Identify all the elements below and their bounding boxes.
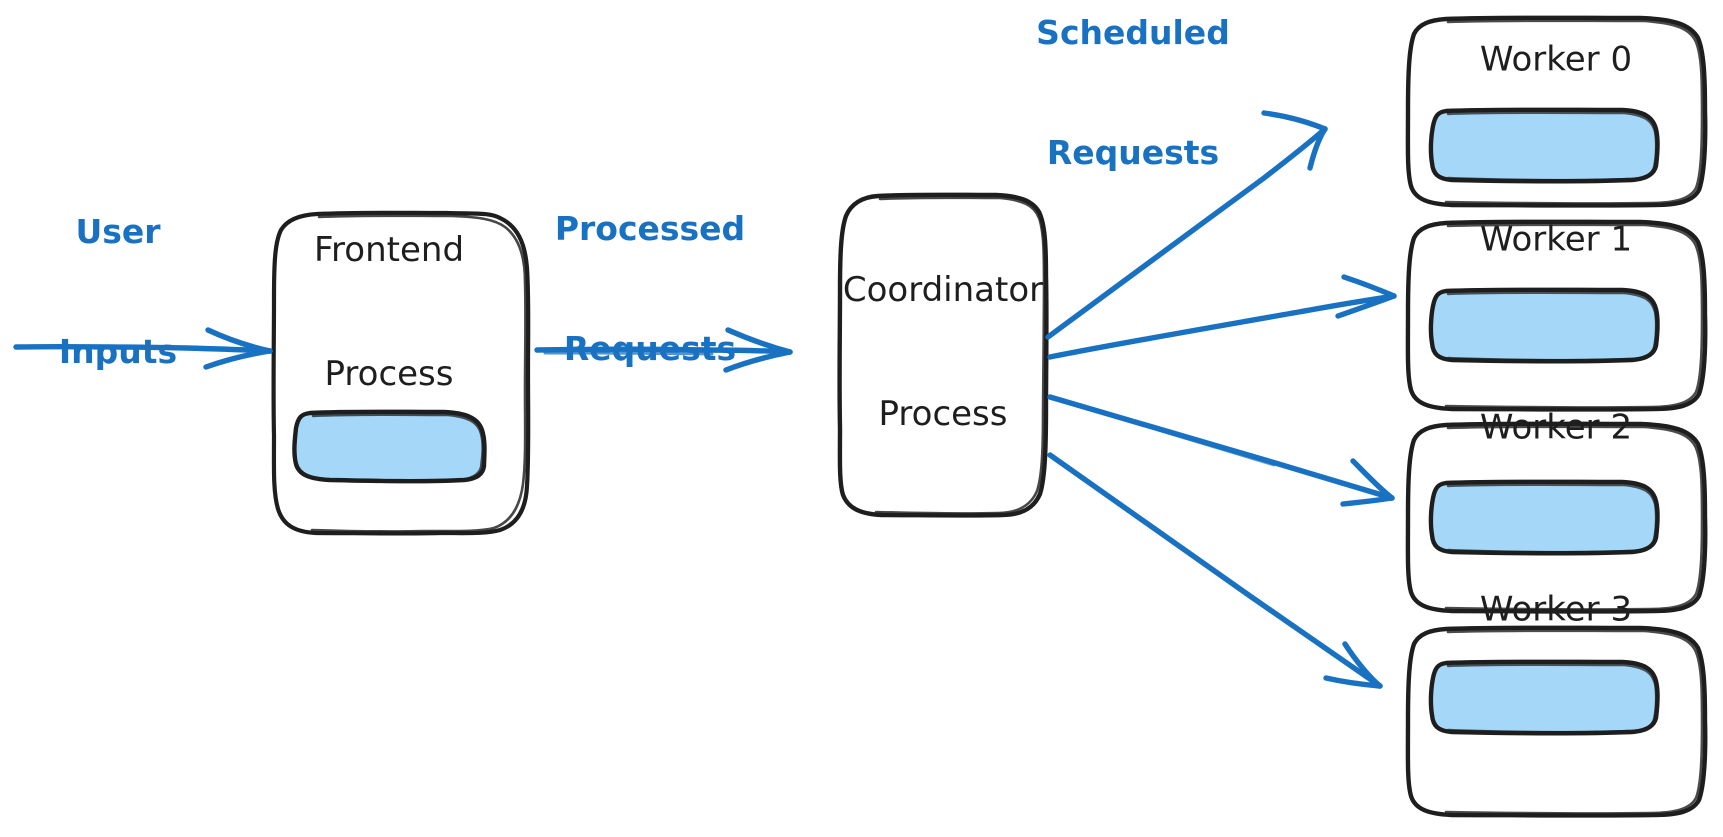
coordinator-to-worker-3-head-lower <box>1323 675 1383 689</box>
reader-3-label: Reader 3 <box>0 140 862 180</box>
coordinator-to-worker-1-shaft <box>1047 293 1397 360</box>
coordinator-to-worker-3-shaft <box>1047 452 1383 689</box>
worker-3-outline <box>1405 625 1708 818</box>
coordinator-process-outline-overstroke <box>874 196 1046 515</box>
worker-0-node[interactable] <box>1405 15 1708 208</box>
worker-2-outline <box>1405 421 1708 614</box>
reader-2-label: Reader 2 <box>0 100 862 140</box>
writer-label: Writer <box>0 0 862 20</box>
reader-3-box-outline-overstroke <box>1446 663 1658 734</box>
worker-1-node[interactable] <box>1405 219 1708 412</box>
reader-2-box-outline-overstroke <box>1446 483 1658 554</box>
processed-requests-arrow-head-lower <box>723 349 793 373</box>
worker-3-outline-overstroke <box>1444 629 1704 815</box>
reader-0-node[interactable] <box>1428 107 1660 184</box>
processed-requests-arrow-shaft <box>534 346 793 355</box>
frontend-process-outline <box>271 210 531 536</box>
worker-2-outline-overstroke <box>1444 425 1704 611</box>
reader-3-box-fill <box>1430 661 1658 734</box>
coordinator-to-worker-1-head-lower <box>1335 293 1397 319</box>
reader-1-box-fill <box>1430 289 1658 362</box>
reader-0-label: Reader 0 <box>0 20 862 60</box>
frontend-process-node[interactable] <box>271 210 531 536</box>
coordinator-to-worker-0-head-lower <box>1307 126 1328 171</box>
worker-3-node[interactable] <box>1405 625 1708 818</box>
reader-0-box-outline-overstroke <box>1446 111 1658 182</box>
coordinator-to-worker-0-shaft <box>1045 126 1328 340</box>
reader-2-node[interactable] <box>1428 479 1660 556</box>
coordinator-to-worker-0-arrow <box>1045 110 1328 340</box>
reader-3-node[interactable] <box>1428 659 1660 736</box>
processed-requests-arrow-head-upper <box>725 327 793 355</box>
writer-node[interactable] <box>292 409 487 484</box>
coordinator-to-worker-1-arrow <box>1047 274 1397 360</box>
writer-box-fill <box>294 411 485 482</box>
processed-requests-arrow-shaft-2 <box>543 351 714 356</box>
worker-2-node[interactable] <box>1405 421 1708 614</box>
user-inputs-arrow <box>13 327 273 370</box>
user-inputs-arrow-head-lower <box>203 348 273 370</box>
coordinator-to-worker-0-head-upper <box>1261 110 1328 132</box>
coordinator-to-worker-2-head-lower <box>1340 495 1395 507</box>
reader-2-box-fill <box>1430 481 1658 554</box>
user-inputs-arrow-head-upper <box>205 327 273 354</box>
reader-1-label: Reader 1 <box>0 60 862 100</box>
worker-0-outline-overstroke <box>1444 19 1704 205</box>
coordinator-to-worker-2-head-upper <box>1350 458 1395 501</box>
reader-0-box-fill <box>1430 109 1658 182</box>
coordinator-process-node[interactable] <box>837 192 1049 518</box>
frontend-process-outline-overstroke <box>310 214 527 533</box>
coordinator-to-worker-3-arrow <box>1047 452 1383 689</box>
coordinator-process-outline <box>837 192 1049 518</box>
worker-1-outline <box>1405 219 1708 412</box>
coordinator-to-worker-2-arrow <box>1047 394 1395 507</box>
processed-requests-arrow <box>534 327 793 373</box>
reader-1-box-outline-overstroke <box>1446 291 1658 362</box>
coordinator-to-worker-1-head-upper <box>1341 274 1397 299</box>
worker-1-outline-overstroke <box>1444 223 1704 409</box>
reader-1-node[interactable] <box>1428 287 1660 364</box>
writer-box-outline-overstroke <box>311 413 484 483</box>
user-inputs-arrow-shaft <box>13 343 273 354</box>
coordinator-to-worker-2-shaft-2 <box>1056 398 1276 467</box>
worker-0-outline <box>1405 15 1708 208</box>
